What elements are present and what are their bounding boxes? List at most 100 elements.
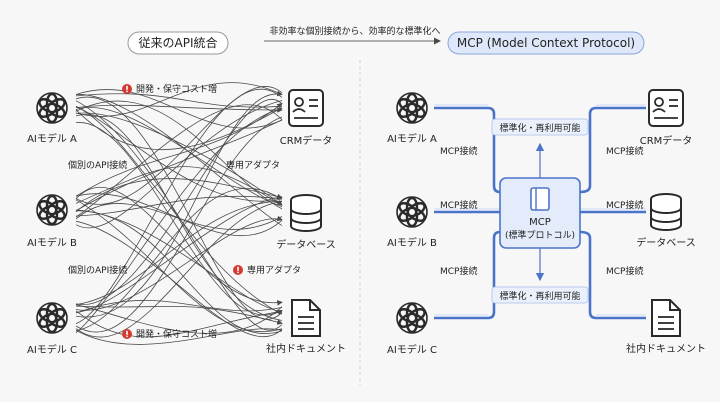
api-connection-line	[75, 310, 283, 338]
mcp-line-crm	[579, 106, 646, 194]
left-model-c-label: AIモデル C	[27, 343, 77, 356]
right-model-b-label: AIモデル B	[387, 236, 437, 249]
left-source-doc: 社内ドキュメント	[266, 299, 346, 355]
api-connection-line	[75, 107, 283, 207]
mcp-line-model-c	[434, 230, 501, 320]
left-model-a-label: AIモデル A	[27, 132, 77, 145]
right-title: MCP (Model Context Protocol)	[457, 36, 635, 50]
standard-bottom-label: 標準化・再利用可能	[499, 290, 580, 302]
right-source-doc-label: 社内ドキュメント	[626, 342, 706, 355]
annotation-individual-1: 個別のAPI接続	[68, 159, 127, 171]
left-model-c: AIモデル C	[27, 301, 77, 356]
left-source-crm-label: CRMデータ	[280, 134, 333, 147]
ai-logo-icon	[35, 91, 69, 125]
api-connection-line	[75, 106, 283, 315]
standard-top-badge	[491, 118, 589, 136]
mcp-line-highlights	[434, 104, 646, 316]
right-source-crm: CRMデータ	[640, 89, 693, 147]
api-connection-line	[75, 99, 283, 305]
api-connection-line	[75, 200, 283, 306]
annotation-adapter-1: 専用アダプタ	[226, 159, 280, 171]
right-title-pill	[447, 31, 645, 55]
api-connection-line	[75, 104, 283, 113]
api-connection-line	[75, 201, 283, 338]
ai-logo-icon	[395, 91, 429, 125]
mcp-label-model-b: MCP接続	[440, 199, 477, 211]
annotation-cost-bottom: 開発・保守コスト増	[136, 328, 217, 340]
api-connection-line	[75, 305, 283, 325]
mcp-label-crm: MCP接続	[606, 145, 643, 157]
api-connection-line	[75, 89, 283, 129]
right-source-db: データベース	[636, 193, 696, 249]
crm-icon	[648, 89, 684, 127]
left-title: 従来のAPI統合	[139, 35, 218, 50]
api-connection-line	[75, 90, 283, 318]
ai-logo-icon	[395, 195, 429, 229]
api-connection-line	[75, 188, 283, 332]
annotation-individual-2: 個別のAPI接続	[68, 264, 127, 276]
right-model-c-label: AIモデル C	[387, 343, 437, 356]
transition-caption: 非効率な個別接続から、効率的な標準化へ	[269, 25, 440, 37]
left-model-a: AIモデル A	[27, 91, 77, 145]
api-connection-line	[75, 328, 283, 345]
api-connection-line	[75, 304, 283, 334]
api-connection-line	[75, 94, 283, 226]
api-connection-line	[75, 107, 283, 151]
left-model-b: AIモデル B	[27, 193, 77, 249]
api-connection-line	[75, 104, 283, 218]
right-source-doc: 社内ドキュメント	[626, 299, 706, 355]
api-connection-line	[75, 199, 283, 332]
api-connection-line	[75, 106, 283, 202]
left-source-crm: CRMデータ	[280, 89, 333, 147]
mcp-label-model-a: MCP接続	[440, 145, 477, 157]
mcp-label-doc: MCP接続	[606, 265, 643, 277]
api-connection-line	[75, 100, 283, 210]
left-source-db: データベース	[276, 194, 336, 251]
mcp-connections	[434, 106, 646, 320]
left-source-doc-label: 社内ドキュメント	[266, 342, 346, 355]
api-connection-line	[75, 103, 283, 197]
right-model-a: AIモデル A	[387, 91, 437, 145]
api-connection-line	[75, 203, 283, 230]
api-connection-line	[75, 220, 283, 337]
mcp-hub-subtitle: (標準プロトコル)	[505, 229, 575, 241]
database-icon	[650, 193, 682, 231]
left-source-db-label: データベース	[276, 238, 336, 251]
ai-logo-icon	[395, 301, 429, 335]
left-title-pill	[127, 31, 229, 55]
api-connection-line	[75, 116, 283, 333]
warning-icon	[233, 265, 243, 275]
mcp-line-doc	[579, 230, 646, 320]
left-model-b-label: AIモデル B	[27, 236, 77, 249]
warning-icon	[122, 329, 132, 339]
right-model-a-label: AIモデル A	[387, 132, 437, 145]
document-icon	[651, 299, 681, 337]
database-icon	[290, 194, 322, 232]
tangled-connections	[75, 82, 283, 345]
api-connection-line	[75, 300, 283, 314]
mcp-hub: MCP (標準プロトコル)	[499, 177, 581, 249]
api-connection-line	[75, 112, 283, 206]
ai-logo-icon	[35, 193, 69, 227]
api-connection-line	[75, 166, 283, 206]
right-source-db-label: データベース	[636, 236, 696, 249]
warning-icon	[122, 84, 132, 94]
right-source-crm-label: CRMデータ	[640, 134, 693, 147]
standard-top-label: 標準化・再利用可能	[499, 122, 580, 134]
annotation-adapter-2: 専用アダプタ	[247, 264, 301, 276]
api-connection-line	[75, 122, 283, 316]
api-connection-line	[75, 86, 283, 205]
api-connection-line	[75, 82, 283, 117]
mcp-hub-icon	[530, 187, 550, 211]
mcp-label-model-c: MCP接続	[440, 265, 477, 277]
api-connection-line	[75, 108, 283, 334]
crm-icon	[288, 89, 324, 127]
right-model-b: AIモデル B	[387, 195, 437, 249]
api-connection-line	[75, 88, 283, 325]
right-model-c: AIモデル C	[387, 301, 437, 356]
ai-logo-icon	[35, 301, 69, 335]
api-connection-line	[75, 210, 283, 334]
document-icon	[291, 299, 321, 337]
